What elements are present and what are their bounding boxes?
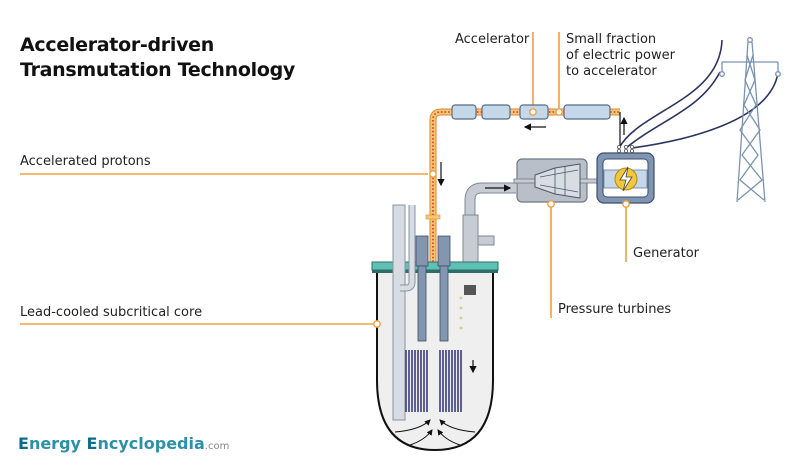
label-power-fraction-line-1: Small fraction	[566, 32, 657, 47]
label-power-fraction: Small fraction of electric power to acce…	[566, 32, 675, 80]
accelerator-cavity	[481, 104, 511, 120]
title-line-2: Transmutation Technology	[20, 59, 295, 81]
accelerator-cavity	[563, 104, 611, 120]
label-power-fraction-line-3: to accelerator	[566, 64, 657, 79]
brand-domain: .com	[204, 441, 230, 452]
title-line-1: Accelerator-driven	[20, 34, 214, 56]
generator	[596, 144, 655, 208]
page-title: Accelerator-driven Transmutation Technol…	[20, 33, 295, 83]
transmission-tower-icon	[719, 37, 781, 203]
lightning-bolt-icon	[619, 166, 633, 192]
label-accelerated-protons: Accelerated protons	[20, 154, 151, 169]
brand-word-2: ncyclopedia	[97, 434, 205, 453]
brand-logo: Energy Encyclopedia.com	[18, 434, 229, 453]
label-power-fraction-line-2: of electric power	[566, 48, 675, 63]
brand-initial-2: E	[86, 434, 98, 453]
accelerator-cavity	[451, 104, 477, 120]
brand-initial-1: E	[18, 434, 29, 453]
brand-word-1: nergy	[28, 434, 87, 453]
pressure-turbine	[513, 158, 605, 208]
reactor-vessel	[371, 204, 499, 452]
proton-beam-line	[429, 108, 621, 370]
power-cables	[618, 39, 779, 149]
label-accelerator: Accelerator	[455, 32, 530, 47]
callout-lines	[20, 32, 627, 325]
label-turbines: Pressure turbines	[558, 302, 672, 317]
label-core: Lead-cooled subcritical core	[20, 305, 203, 320]
label-generator: Generator	[633, 246, 700, 261]
fuel-rods	[405, 350, 462, 412]
